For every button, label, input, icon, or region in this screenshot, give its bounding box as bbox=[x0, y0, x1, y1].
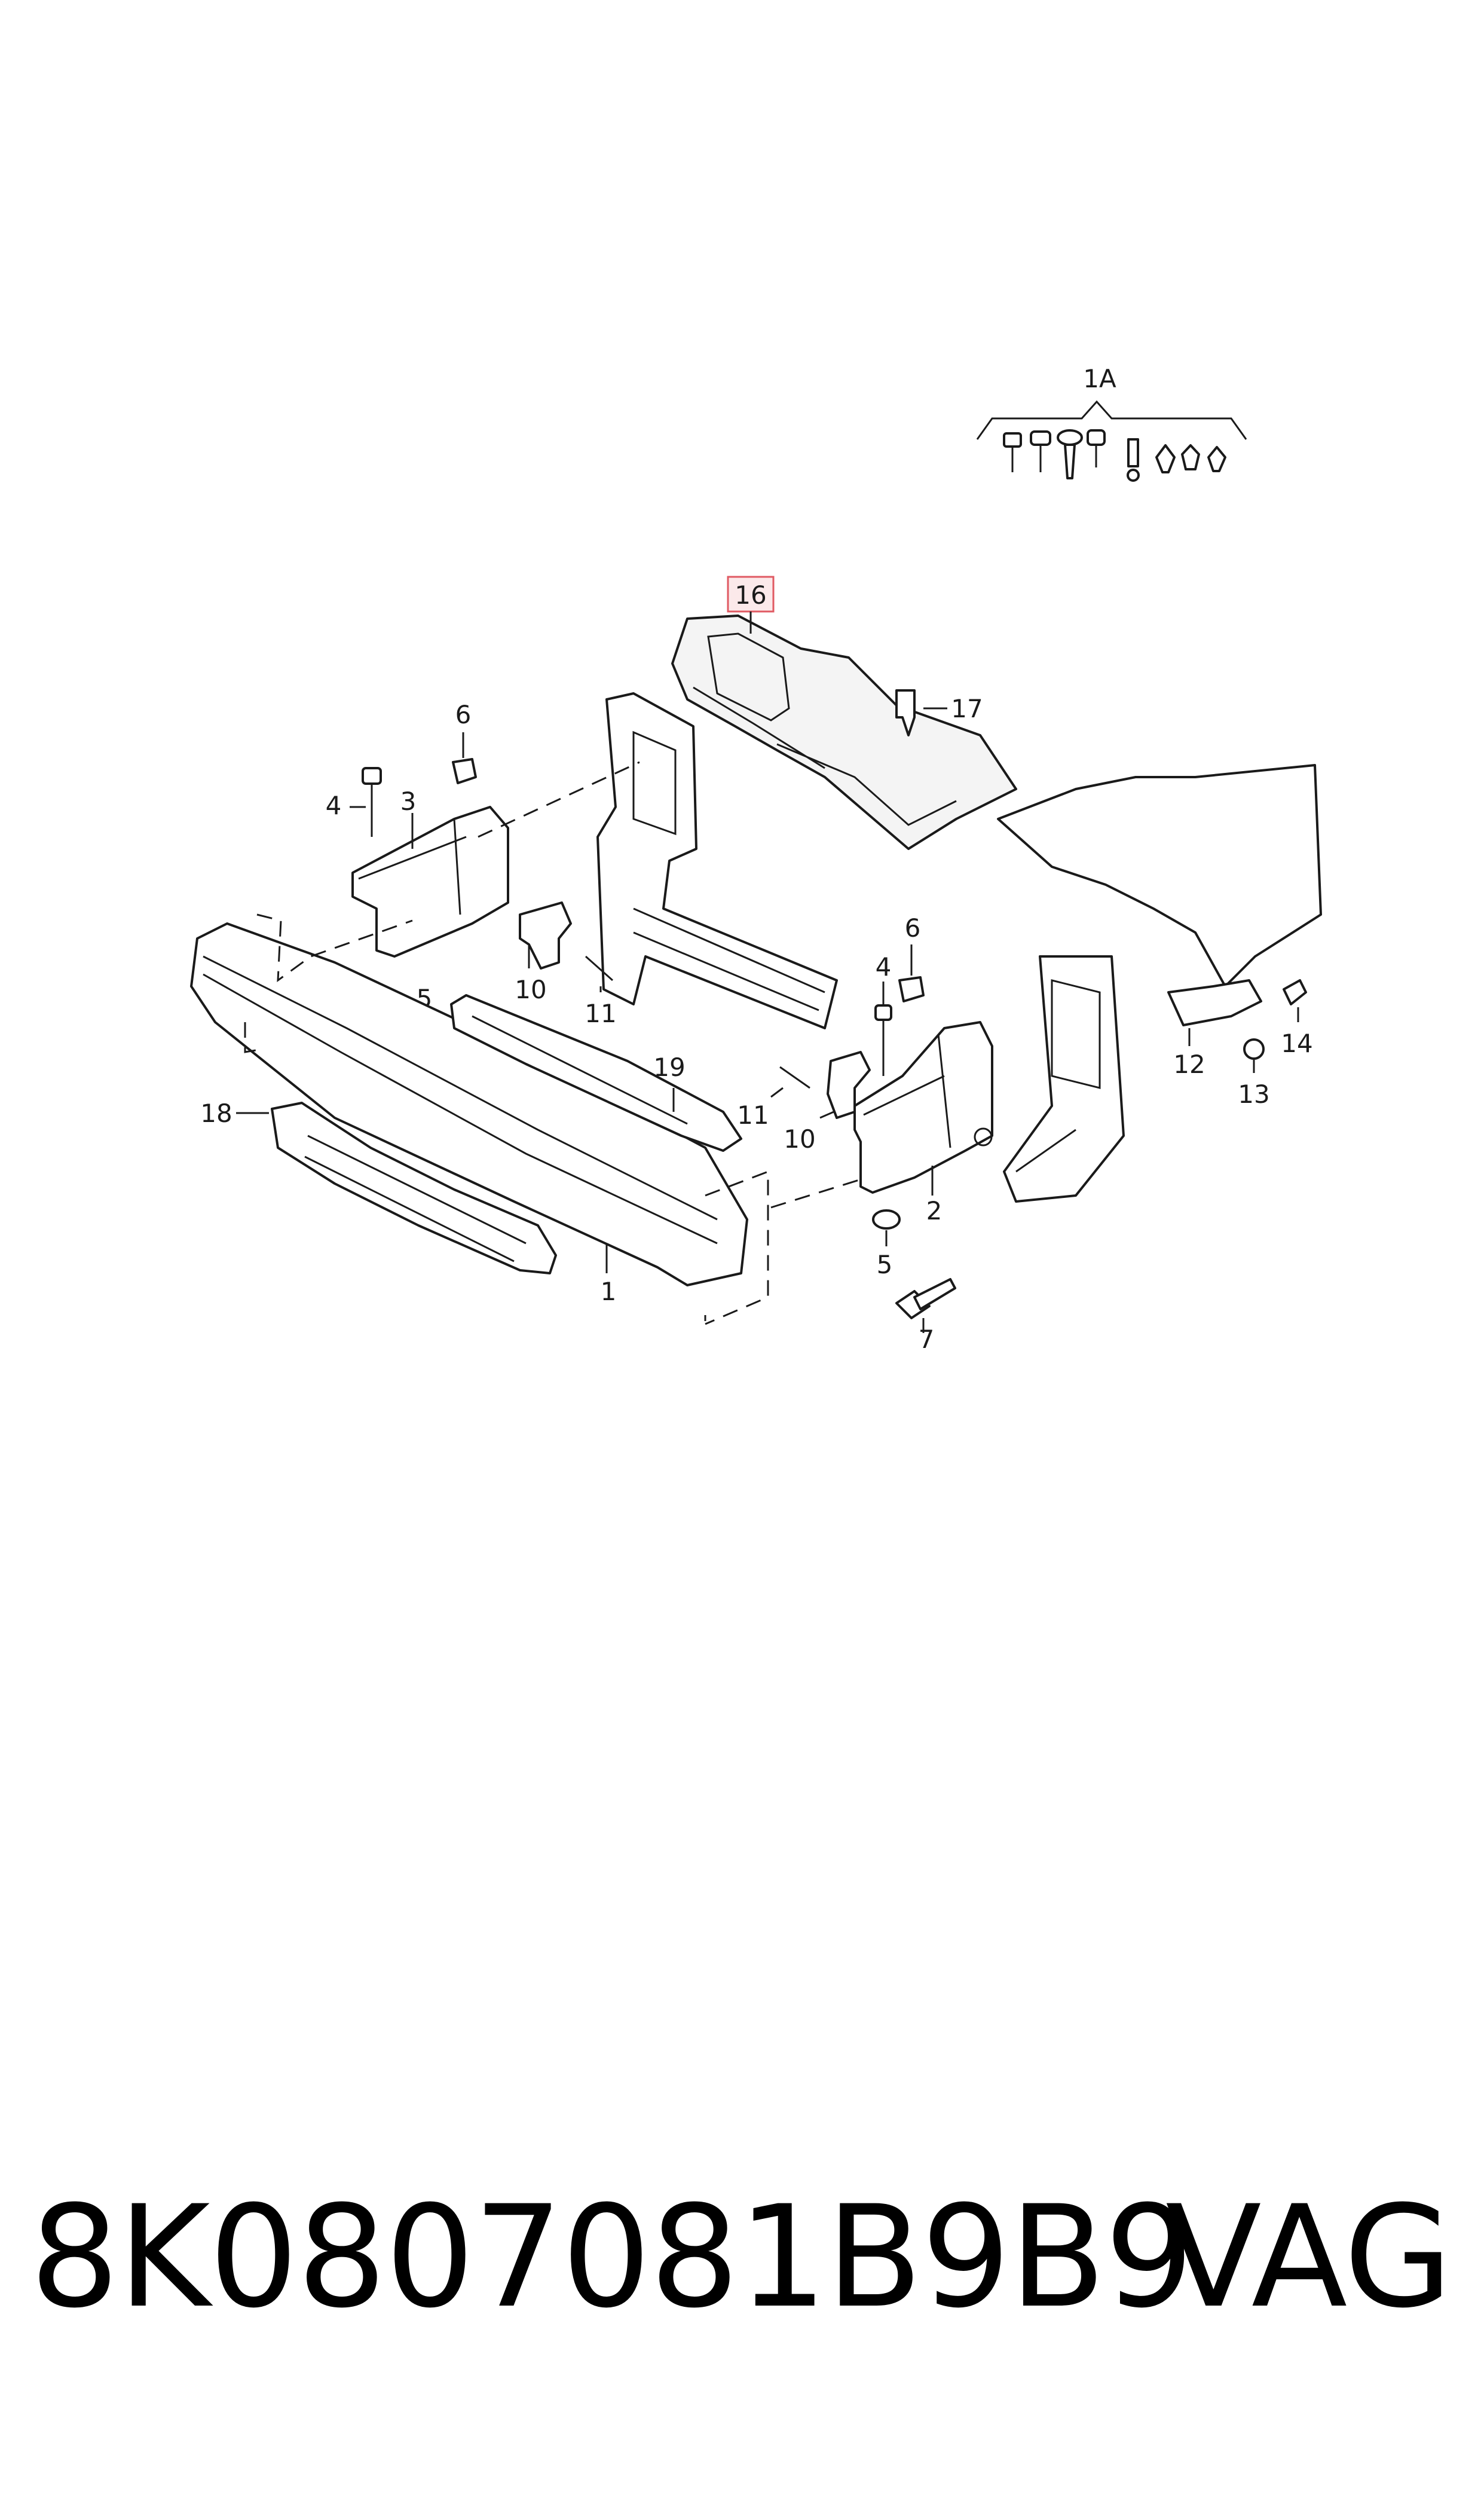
fastener-kit-1A: 1A bbox=[976, 364, 1247, 482]
nut-left-part-6: 6 bbox=[452, 700, 477, 784]
callout-11-right: 11 bbox=[737, 1100, 769, 1130]
nut-part-13: 13 bbox=[1238, 1038, 1270, 1109]
lock-carrier-left-member bbox=[596, 692, 838, 1029]
callout-18: 18 bbox=[200, 1099, 232, 1128]
callout-2: 2 bbox=[926, 1196, 943, 1225]
callout-10-right: 10 bbox=[784, 1124, 815, 1154]
brand-label: VAG bbox=[1165, 2176, 1452, 2339]
pin-left-part-11: 11 bbox=[585, 955, 617, 1028]
bracket-part-12: 12 bbox=[1167, 979, 1262, 1079]
callout-6-left: 6 bbox=[455, 700, 472, 729]
clip-part-17: 17 bbox=[895, 689, 983, 736]
callout-3: 3 bbox=[400, 787, 417, 816]
callout-5-right: 5 bbox=[877, 1250, 893, 1279]
callout-12: 12 bbox=[1173, 1050, 1205, 1079]
callout-10-left: 10 bbox=[515, 975, 546, 1004]
callout-1A: 1A bbox=[1083, 364, 1116, 393]
absorber-part-19: 19 bbox=[450, 994, 742, 1152]
callout-4-right: 4 bbox=[876, 952, 892, 982]
callout-11-left: 11 bbox=[585, 999, 616, 1028]
callout-13: 13 bbox=[1238, 1080, 1269, 1109]
latch-left-part-10: 10 bbox=[515, 901, 572, 1004]
callout-16: 16 bbox=[735, 580, 766, 610]
callout-6-right: 6 bbox=[905, 913, 921, 943]
washer-nut-right-part-5: 5 bbox=[872, 1209, 901, 1279]
bolt-left-part-4: 4 bbox=[326, 767, 382, 837]
latch-right-part-10: 10 bbox=[784, 1051, 871, 1154]
energy-absorber-part-18: 18 bbox=[200, 1099, 557, 1274]
callout-1: 1 bbox=[601, 1277, 617, 1306]
bumper-beam-part-1 bbox=[190, 922, 748, 1286]
callout-7: 7 bbox=[919, 1325, 935, 1354]
nut-right-part-6: 6 bbox=[898, 913, 925, 1002]
pin-right-part-11: 11 bbox=[737, 1066, 810, 1130]
part-number-footer: 8K0807081B9B9 VAG bbox=[30, 2176, 1464, 2355]
bolt-right-part-4: 4 bbox=[874, 952, 892, 1076]
air-duct-part-16 bbox=[671, 615, 1017, 850]
callout-4-left: 4 bbox=[326, 791, 342, 820]
lock-carrier-right-member bbox=[997, 764, 1322, 1203]
callout-14: 14 bbox=[1281, 1029, 1312, 1058]
bolt-part-7: 7 bbox=[895, 1278, 956, 1354]
callout-19: 19 bbox=[653, 1053, 685, 1082]
part-number: 8K0807081B9B9 bbox=[30, 2176, 1194, 2339]
callout-16-highlight[interactable]: 16 bbox=[727, 576, 775, 613]
impact-bracket-left-part-3 bbox=[351, 806, 509, 958]
callout-17: 17 bbox=[951, 694, 983, 723]
impact-bracket-right-part-2: 2 bbox=[853, 1021, 993, 1225]
screw-part-14: 14 bbox=[1281, 979, 1313, 1058]
